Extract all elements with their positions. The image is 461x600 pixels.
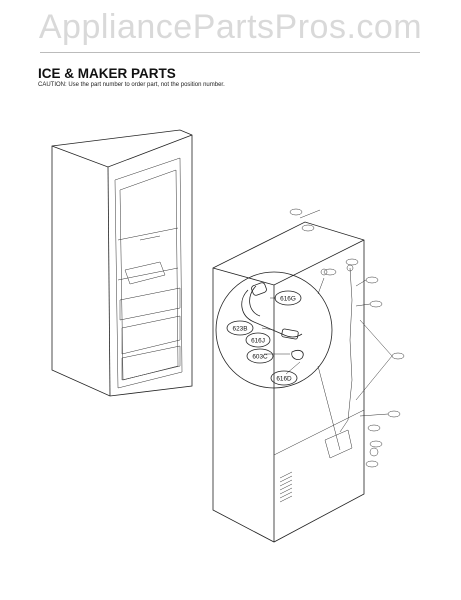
page-title: ICE & MAKER PARTS: [38, 66, 176, 81]
callout-603C: 603C: [246, 348, 274, 364]
callout-623B: 623B: [226, 320, 254, 336]
svg-text:603C: 603C: [252, 354, 268, 361]
svg-text:616G: 616G: [280, 296, 296, 303]
small-callouts: [289, 208, 405, 468]
callout-616J: 616J: [245, 332, 271, 348]
site-watermark: AppliancePartsPros.com: [38, 8, 423, 46]
svg-text:616D: 616D: [276, 376, 292, 383]
cabinet-rear-view: [212, 209, 379, 543]
svg-text:623B: 623B: [233, 326, 248, 333]
caution-note: CAUTION: Use the part number to order pa…: [38, 82, 225, 88]
cabinet-front-view: [51, 129, 193, 397]
detail-zoom-circle: [215, 271, 341, 451]
callout-616G: 616G: [274, 290, 302, 306]
header-divider: [40, 52, 420, 53]
callout-616D: 616D: [270, 370, 298, 386]
svg-text:616J: 616J: [251, 338, 265, 345]
rear-vent-grille: [279, 471, 293, 503]
